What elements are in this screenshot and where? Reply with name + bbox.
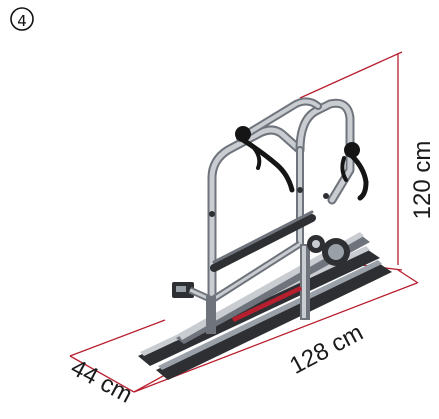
dimension-lines xyxy=(69,51,419,393)
length-guide-right xyxy=(397,269,419,284)
height-guide-top xyxy=(299,51,403,99)
step-marker: 4 xyxy=(10,7,34,31)
step-marker-number: 4 xyxy=(17,12,27,30)
bolt xyxy=(323,193,329,199)
width-dimension-line xyxy=(69,355,135,393)
length-dimension-line xyxy=(133,282,418,393)
bike-carrier xyxy=(138,97,392,380)
frame-holder-right xyxy=(340,142,369,201)
rail-back xyxy=(176,236,370,344)
rail-reflector xyxy=(232,286,302,322)
width-guide-top xyxy=(69,319,166,357)
length-label: 128 cm xyxy=(285,319,367,380)
height-label: 120 cm xyxy=(409,141,436,220)
bolt xyxy=(297,187,303,193)
frame-holder-left xyxy=(235,126,295,193)
rail-clamp-assembly xyxy=(307,235,350,266)
frame-middle-crossbar xyxy=(210,214,316,272)
bolt xyxy=(209,211,215,217)
support-foot-left xyxy=(206,296,216,334)
width-label: 44 cm xyxy=(66,354,136,409)
rail-middle xyxy=(156,264,392,380)
step-marker-circle xyxy=(10,7,34,31)
